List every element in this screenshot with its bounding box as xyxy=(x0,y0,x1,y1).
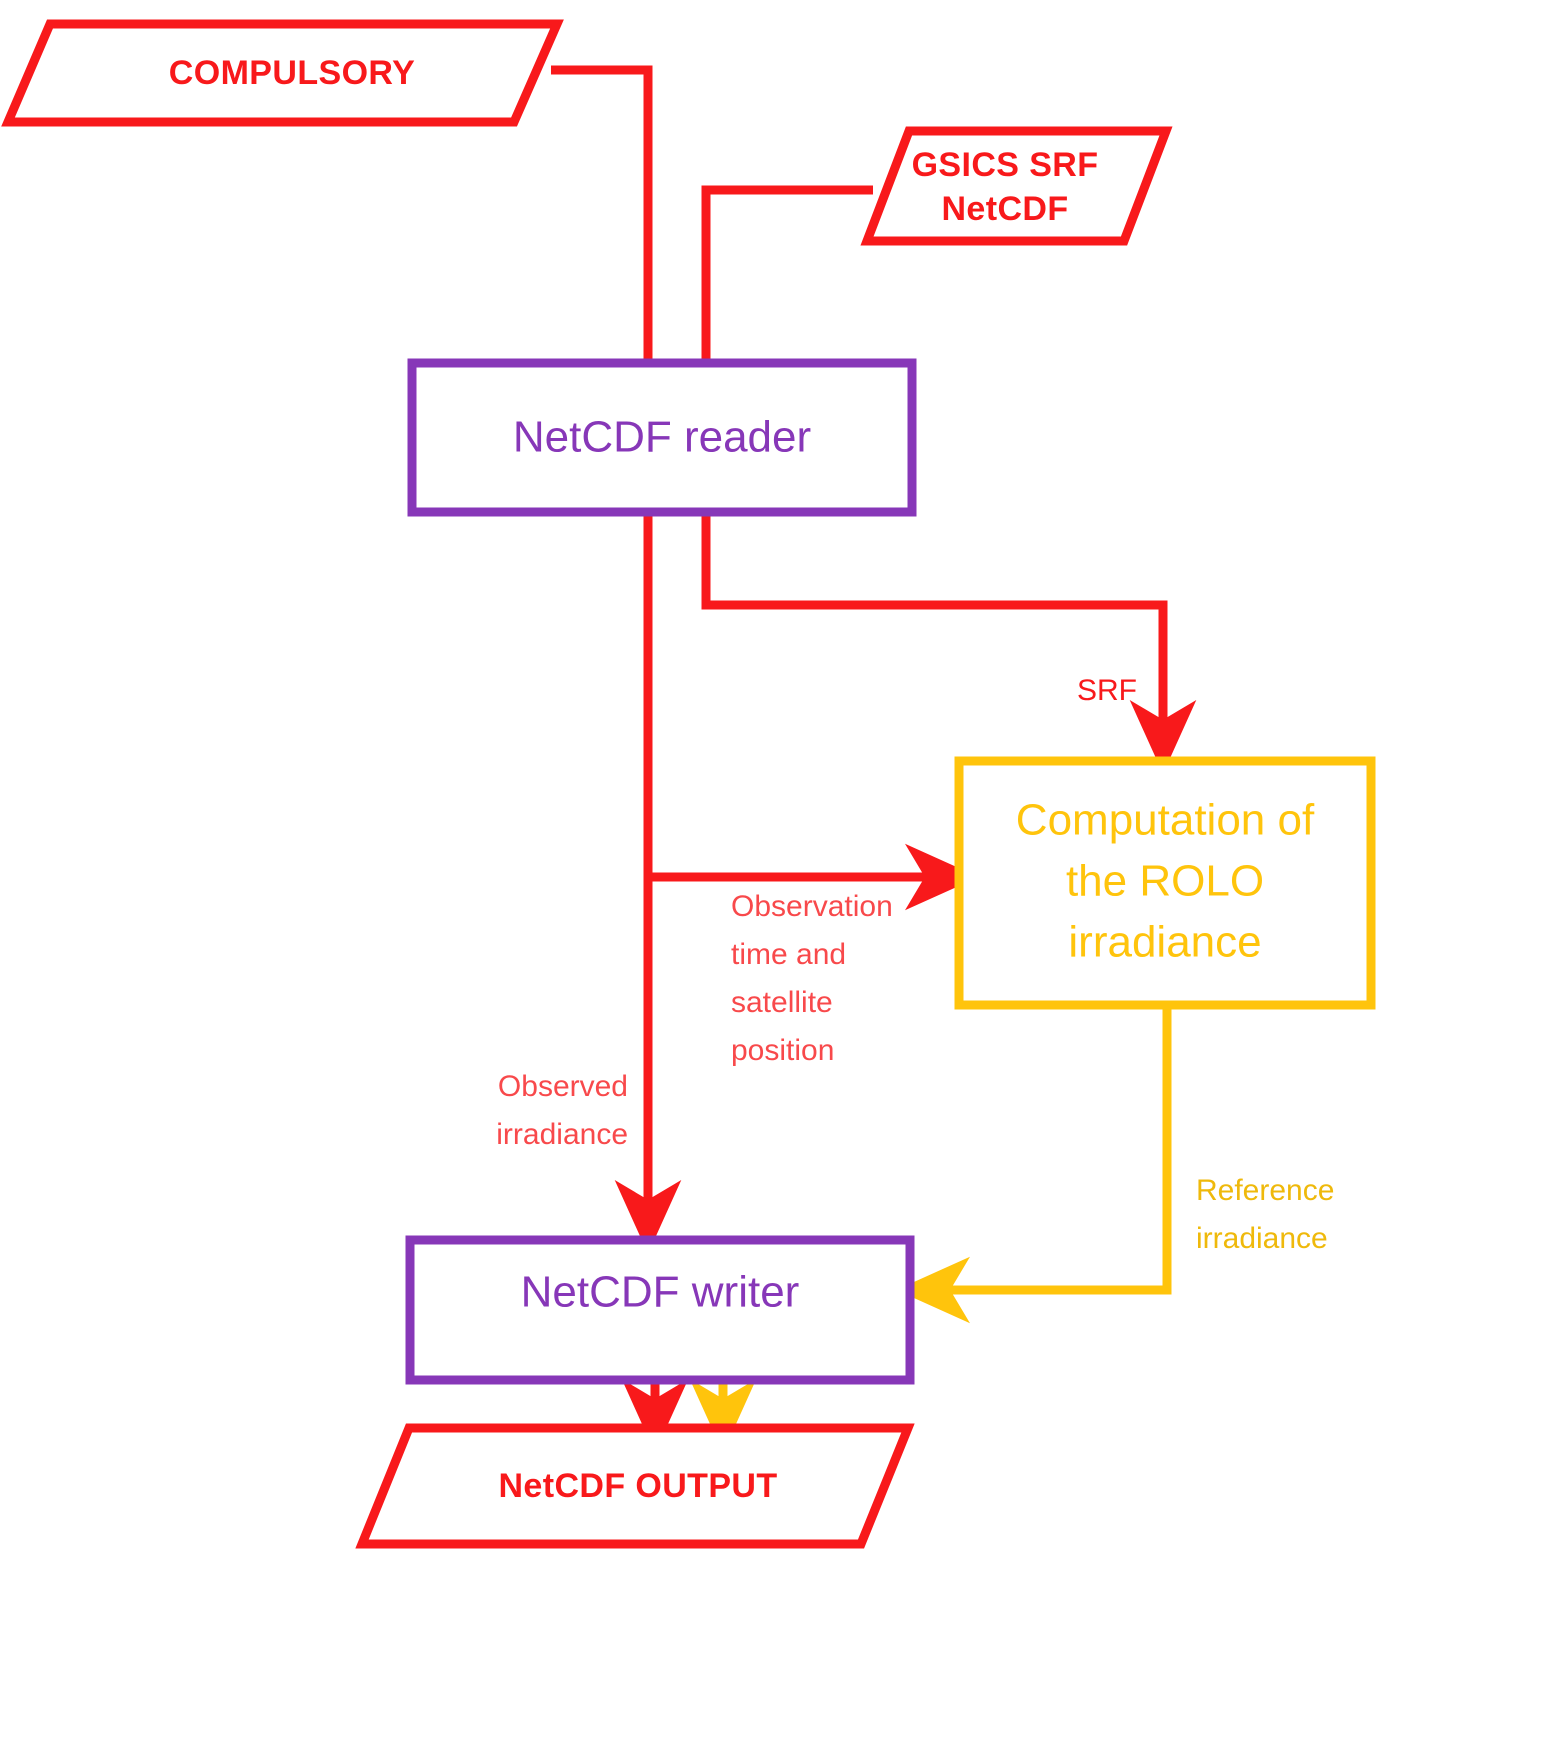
node-label-netcdf-output: NetCDF OUTPUT xyxy=(498,1467,777,1505)
node-label-netcdf-reader: NetCDF reader xyxy=(513,413,811,462)
node-compulsory[interactable]: COMPULSORY xyxy=(1,19,564,127)
edge-label-srf: SRF xyxy=(1077,674,1137,707)
edge-srf: SRF xyxy=(701,512,1197,774)
node-label-netcdf-writer: NetCDF writer xyxy=(521,1268,800,1317)
edge-label-observation-line3: satellite xyxy=(731,986,833,1019)
node-label-compulsory: COMPULSORY xyxy=(169,54,415,92)
edge-label-observation-line1: Observation xyxy=(731,890,893,923)
edge-label-reference-line2: irradiance xyxy=(1196,1222,1328,1255)
node-netcdf-reader[interactable]: NetCDF reader xyxy=(407,358,917,517)
node-label-gsics-line1: GSICS SRF xyxy=(912,146,1099,184)
edge-label-observed-line1: Observed xyxy=(498,1070,628,1103)
edge-label-observation-line4: position xyxy=(731,1034,834,1067)
edge-gsics-to-reader xyxy=(701,185,873,367)
node-netcdf-output[interactable]: NetCDF OUTPUT xyxy=(355,1423,915,1549)
edge-observation-time-satellite-position: Observation time and satellite position xyxy=(614,512,979,1254)
node-label-gsics-line2: NetCDF xyxy=(941,190,1068,228)
edge-reference-irradiance: Reference irradiance xyxy=(896,1005,1334,1324)
node-label-rolo-line3: irradiance xyxy=(1068,918,1261,967)
edge-label-observation-line2: time and xyxy=(731,938,846,971)
edge-compulsory-to-reader xyxy=(551,65,653,367)
edge-label-reference-line1: Reference xyxy=(1196,1174,1334,1207)
edge-observed-irradiance: Observed irradiance xyxy=(496,1070,628,1151)
node-rolo-computation[interactable]: Computation of the ROLO irradiance xyxy=(954,756,1376,1010)
node-label-rolo-line1: Computation of xyxy=(1016,796,1315,845)
node-netcdf-writer[interactable]: NetCDF writer xyxy=(405,1235,915,1385)
edge-label-observed-line2: irradiance xyxy=(496,1118,628,1151)
node-gsics-srf-netcdf[interactable]: GSICS SRF NetCDF xyxy=(860,126,1173,246)
node-label-rolo-line2: the ROLO xyxy=(1066,857,1264,906)
